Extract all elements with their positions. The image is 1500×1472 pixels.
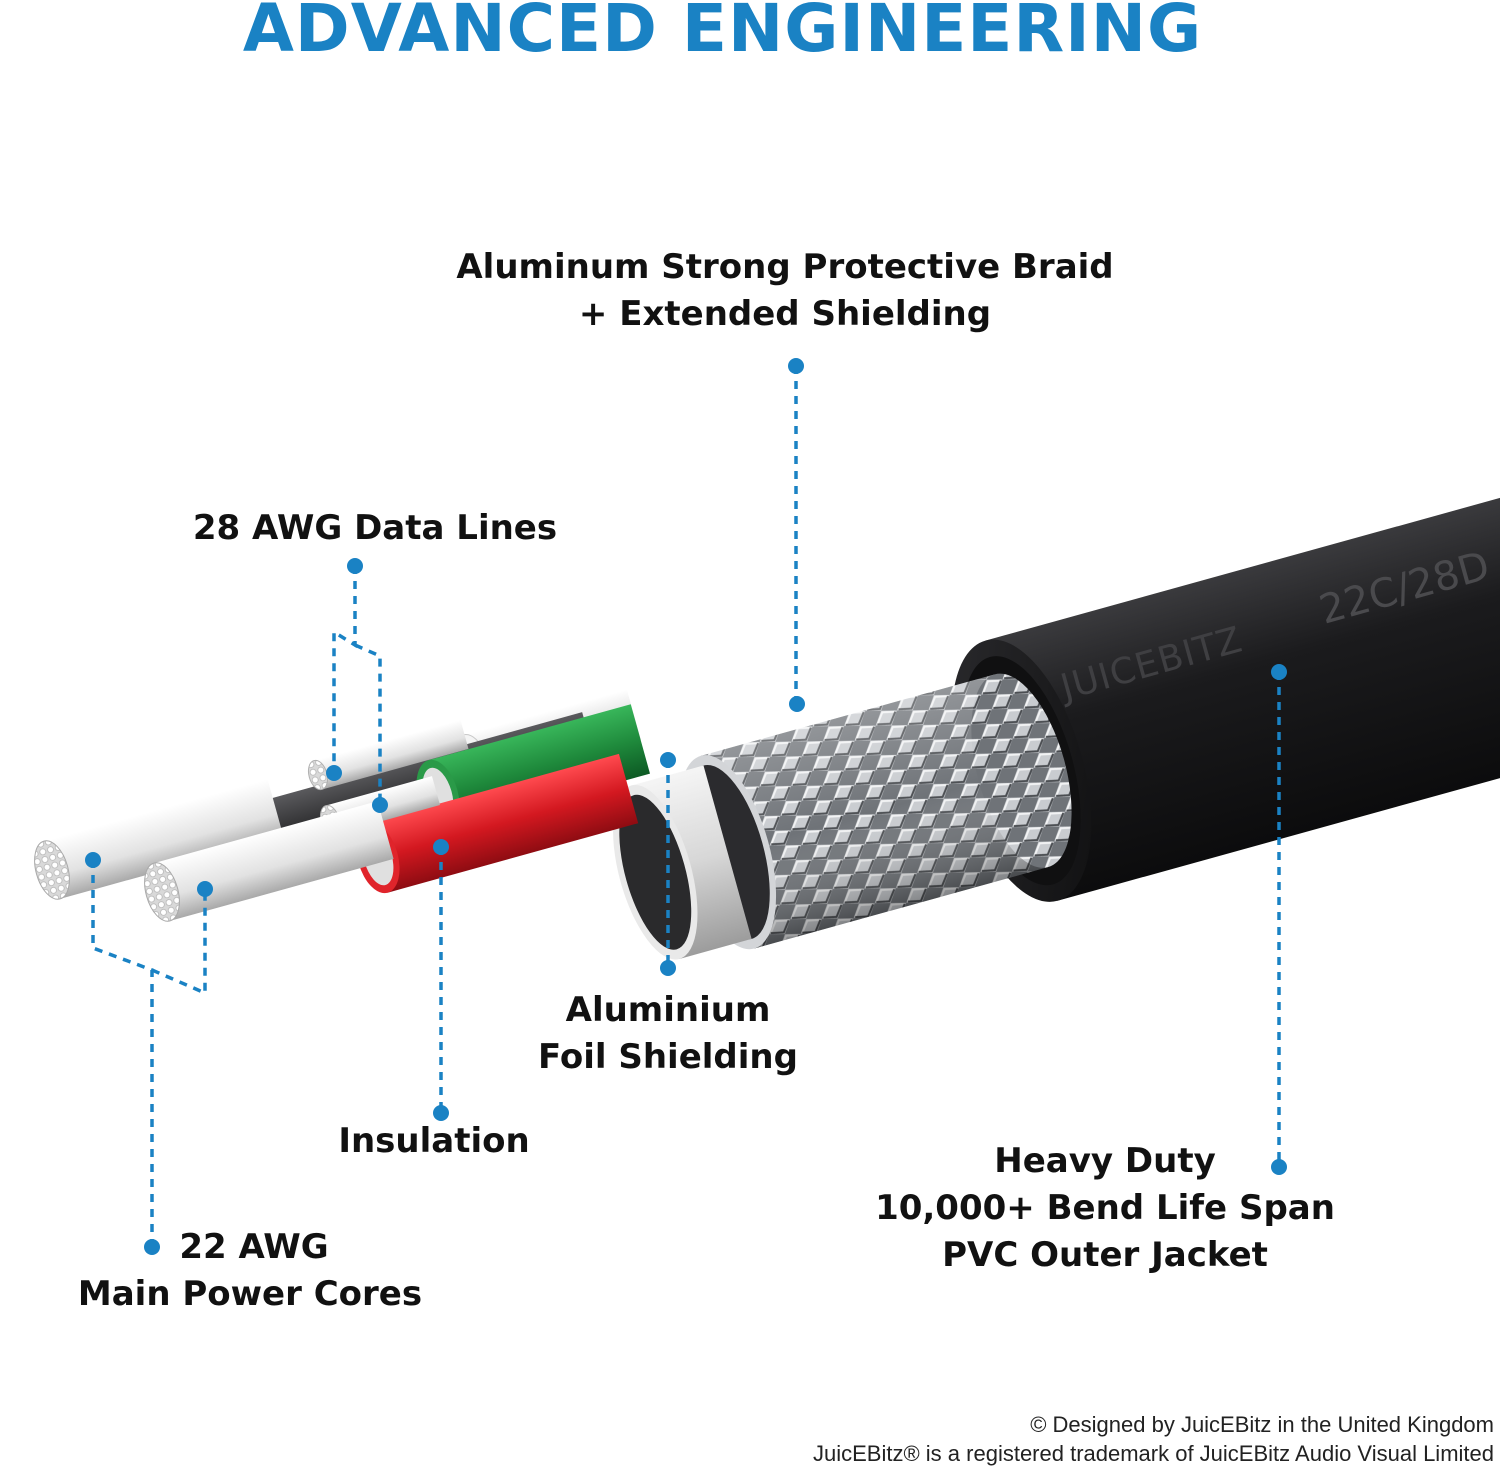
- dot-marker: [1271, 664, 1287, 680]
- footer-line1: © Designed by JuicEBitz in the United Ki…: [1030, 1412, 1494, 1437]
- dot-marker: [789, 696, 805, 712]
- dot-marker: [1271, 1159, 1287, 1175]
- jacket-label-line1: Heavy Duty: [994, 1141, 1216, 1181]
- callout-markers: [85, 358, 1287, 1255]
- power-cores-leader-line-2: [151, 889, 207, 996]
- braid-label-line2: + Extended Shielding: [578, 294, 992, 334]
- power-cores-label-line2: Main Power Cores: [77, 1274, 423, 1314]
- dot-marker: [326, 765, 342, 781]
- jacket-label-line3: PVC Outer Jacket: [942, 1235, 1268, 1275]
- dot-marker: [433, 839, 449, 855]
- foil-label-line2: Foil Shielding: [538, 1037, 798, 1077]
- dot-marker: [788, 358, 804, 374]
- dot-marker: [197, 881, 213, 897]
- dot-marker: [347, 558, 363, 574]
- insulation-label: Insulation: [314, 1118, 554, 1165]
- foil-label: Aluminium Foil Shielding: [508, 987, 828, 1081]
- dot-marker: [660, 960, 676, 976]
- foil-label-line1: Aluminium: [565, 990, 771, 1030]
- insulation-label-line1: Insulation: [338, 1121, 530, 1161]
- data-lines-leader-line-2: [354, 643, 382, 805]
- dot-marker: [660, 752, 676, 768]
- dot-marker: [433, 1105, 449, 1121]
- dot-marker: [144, 1239, 160, 1255]
- braid-label-line1: Aluminum Strong Protective Braid: [456, 247, 1114, 287]
- dot-marker: [85, 852, 101, 868]
- data-lines-label: 28 AWG Data Lines: [170, 505, 580, 552]
- aluminium-foil: [613, 765, 752, 960]
- callout-leaders: [91, 366, 1281, 1247]
- data-lines-label-line1: 28 AWG Data Lines: [192, 508, 558, 548]
- power-cores-label-line1: 22 AWG: [179, 1227, 329, 1267]
- jacket-label: Heavy Duty 10,000+ Bend Life Span PVC Ou…: [870, 1138, 1340, 1279]
- power-cores-label: 22 AWG Main Power Cores: [68, 1224, 432, 1318]
- footer: © Designed by JuicEBitz in the United Ki…: [813, 1410, 1494, 1468]
- dot-marker: [372, 797, 388, 813]
- braid-label: Aluminum Strong Protective Braid + Exten…: [440, 244, 1130, 338]
- data-lines-leader-line: [332, 566, 357, 773]
- jacket-label-line2: 10,000+ Bend Life Span: [875, 1188, 1335, 1228]
- footer-line2: JuicEBitz® is a registered trademark of …: [813, 1441, 1494, 1466]
- page-title: ADVANCED ENGINEERING: [242, 0, 1203, 67]
- power-cores-leader-line: [91, 860, 154, 1247]
